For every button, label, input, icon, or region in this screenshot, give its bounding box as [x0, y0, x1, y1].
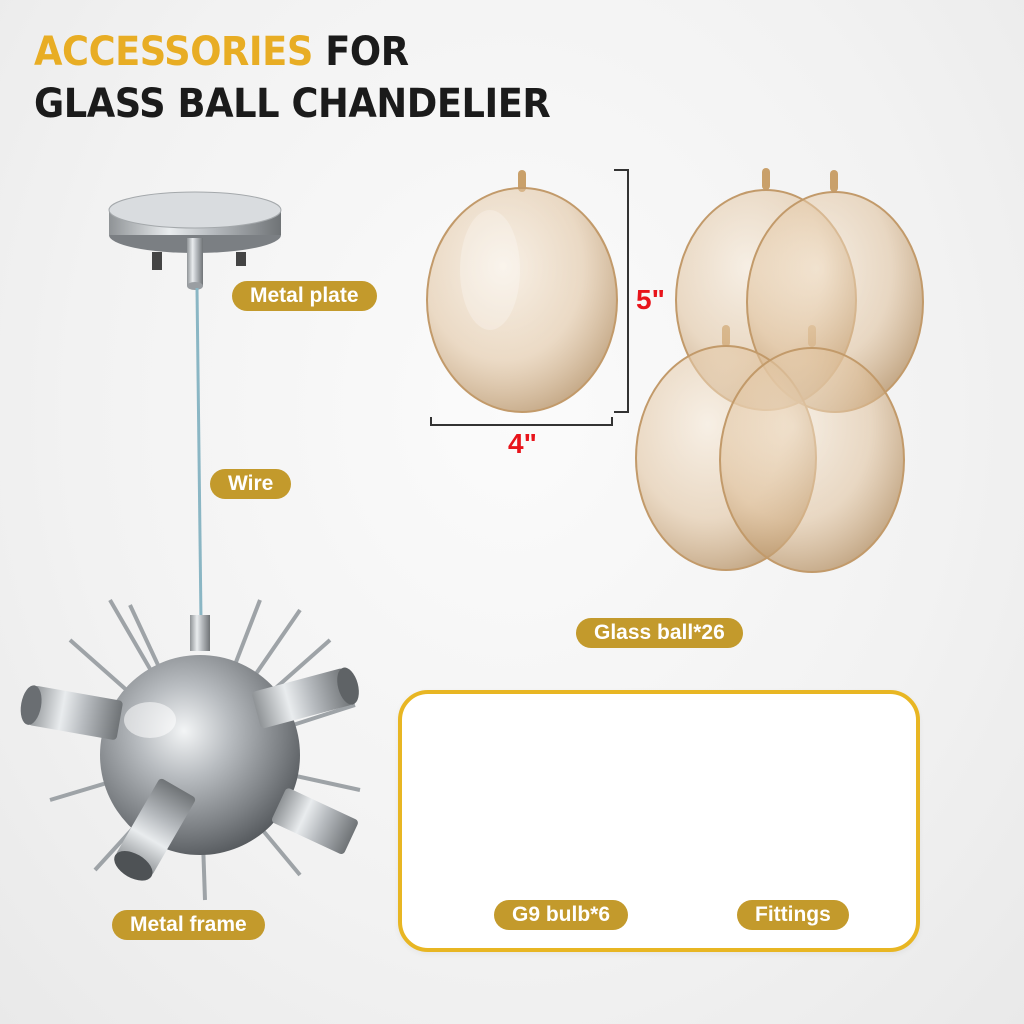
metal-plate-label: Metal plate [232, 281, 377, 311]
width-dimension: 4" [508, 428, 537, 459]
title-line-1: ACCESSORIES FOR [34, 26, 550, 78]
wire-label: Wire [210, 469, 292, 499]
metal-frame-label: Metal frame [112, 910, 265, 940]
metal-plate-image [108, 191, 282, 290]
g9-bulb-label: G9 bulb*6 [494, 900, 629, 930]
wire-image [195, 287, 203, 621]
title-rest: FOR [312, 29, 409, 75]
glass-ball-cluster-image [635, 168, 924, 573]
fittings-label: Fittings [737, 900, 849, 930]
page-title: ACCESSORIES FOR GLASS BALL CHANDELIER [34, 26, 551, 130]
glass-ball-label: Glass ball*26 [576, 618, 743, 648]
height-dimension: 5" [636, 284, 665, 315]
title-line-2: GLASS BALL CHANDELIER [34, 81, 551, 127]
title-accent: ACCESSORIES [34, 29, 313, 75]
glass-ball-single-image [426, 169, 629, 426]
